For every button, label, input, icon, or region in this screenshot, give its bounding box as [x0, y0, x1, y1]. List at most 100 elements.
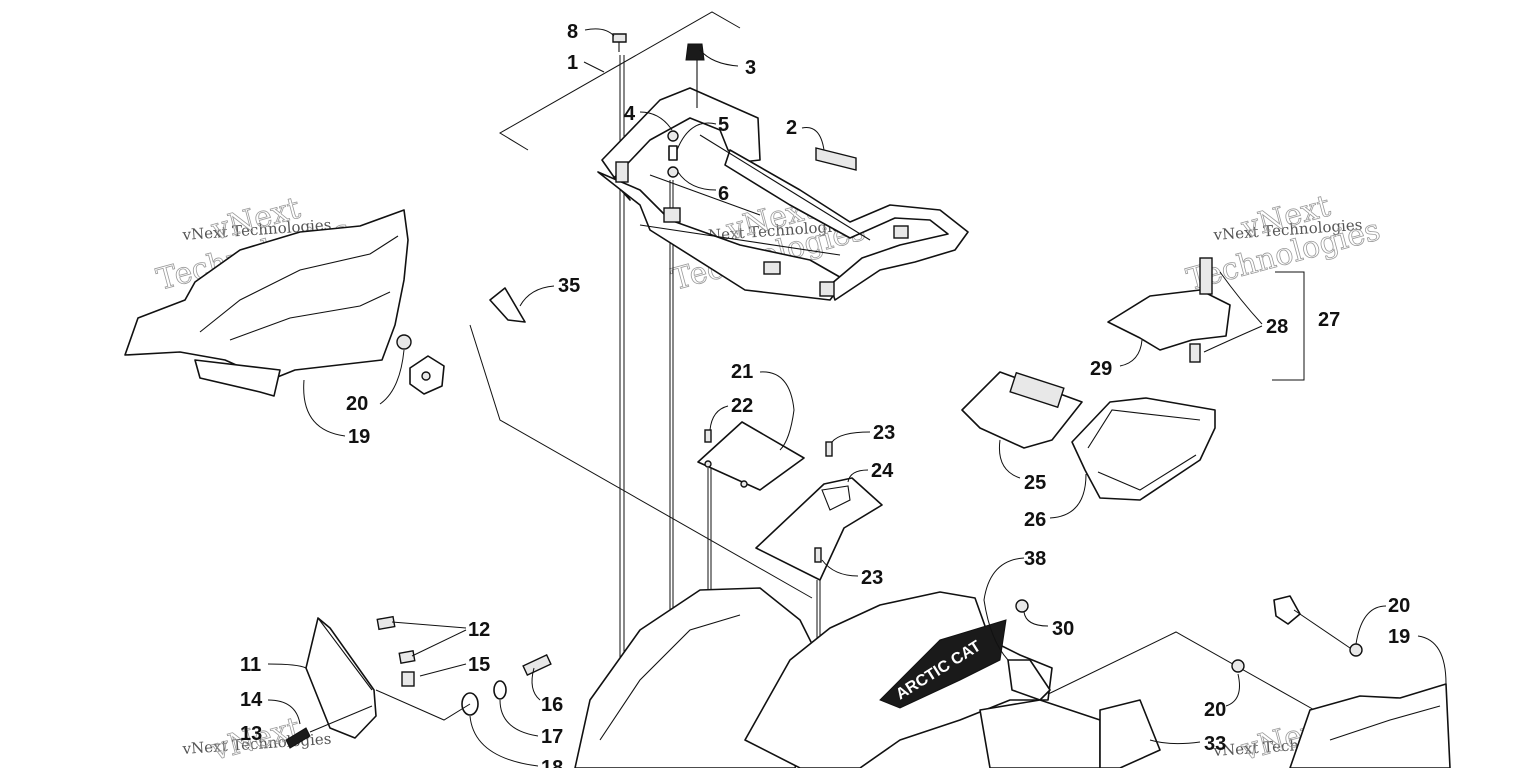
- tray-26-rim: [1087, 409, 1201, 449]
- callout-14: 14: [240, 689, 263, 711]
- bracket-24: [755, 441, 883, 581]
- callout-16: 16: [541, 694, 563, 716]
- cover-29-body: [1107, 289, 1231, 351]
- nut-20b-icon: [1273, 595, 1301, 625]
- leader-4: [639, 111, 673, 131]
- callout-19b: 19: [1388, 626, 1410, 648]
- body-right-lower: [979, 699, 1101, 768]
- leader-38: [983, 557, 1025, 661]
- leader-8: [584, 28, 615, 37]
- grommet-30-icon: [1015, 599, 1029, 613]
- lid-25-body: [961, 371, 1083, 449]
- callout-11: 11: [240, 654, 261, 676]
- taillight-11-body: [305, 617, 377, 739]
- callout-6: 6: [718, 183, 729, 205]
- leader-20b: [1355, 605, 1387, 645]
- leader-23b: [821, 559, 859, 577]
- callout-20a: 20: [346, 393, 368, 415]
- washer-17-icon: [493, 680, 507, 700]
- bracket-24-cutout: [821, 485, 851, 511]
- rack-mount-tab-4: [819, 281, 835, 297]
- screw-22-icon: [704, 460, 712, 468]
- callout-28: 28: [1266, 316, 1288, 338]
- callout-29: 29: [1090, 358, 1112, 380]
- spring-13-icon: [285, 727, 311, 749]
- rack-mount-tab-5: [893, 225, 909, 239]
- callout-2: 2: [786, 117, 797, 139]
- left-front-fender: [124, 209, 445, 397]
- callout-12: 12: [468, 619, 490, 641]
- rack-mount-tab-1: [615, 161, 629, 183]
- callout-19a: 19: [348, 426, 370, 448]
- callout-23a: 23: [873, 422, 895, 444]
- screw-22-top: [704, 429, 712, 443]
- callout-18: 18: [541, 757, 563, 768]
- leader-23a: [831, 431, 871, 443]
- leader-33: [1149, 739, 1201, 745]
- cover-plate-21: [697, 421, 805, 491]
- leader-12a: [391, 621, 467, 629]
- rack-mount-tab-3: [763, 261, 781, 275]
- leader-15: [419, 663, 467, 677]
- callout-27: 27: [1318, 309, 1340, 331]
- callout-3: 3: [745, 57, 756, 79]
- callout-26: 26: [1024, 509, 1046, 531]
- left-fender-flap: [194, 359, 281, 397]
- leader-16: [531, 667, 541, 701]
- leader-24: [847, 469, 869, 483]
- arctic-cat-decal: [879, 619, 1007, 709]
- left-fender-crease-2: [229, 291, 391, 341]
- leader-28a: [1219, 271, 1263, 325]
- leader-17: [499, 699, 539, 737]
- leader-29: [1119, 339, 1143, 367]
- callout-24: 24: [871, 460, 894, 482]
- decal-35-icon: [489, 287, 526, 323]
- leader-12b: [411, 629, 467, 657]
- right-rear-fender: [1231, 595, 1451, 768]
- bolt-8-icon: [612, 33, 627, 43]
- body-left-crease: [599, 614, 741, 741]
- leader-35: [519, 285, 555, 307]
- body-side-tab: [1007, 659, 1051, 701]
- latch-28-bottom-icon: [1189, 343, 1201, 363]
- taillight-11: [285, 615, 416, 749]
- taillight-11-edge: [317, 617, 373, 691]
- rack-crossbar-2: [639, 224, 841, 256]
- cover-plate-21-body: [697, 421, 805, 491]
- bolt-16-icon: [522, 654, 552, 676]
- right-fender-body: [1289, 683, 1451, 768]
- socket-15-icon: [401, 671, 415, 687]
- bracket-24-body: [755, 477, 883, 581]
- leader-3: [699, 49, 739, 67]
- leader-28b: [1203, 325, 1263, 353]
- tray-26-base: [1097, 454, 1197, 491]
- bracket-27: [1272, 271, 1305, 381]
- leader-22: [709, 405, 729, 431]
- rack-mount-tab-2: [663, 207, 681, 223]
- bulb-12a-icon: [376, 615, 396, 631]
- grommet-20a-icon: [396, 334, 412, 350]
- bolt-4-icon: [667, 130, 679, 142]
- storage-compartment: [961, 371, 1216, 501]
- rack-hardware: [612, 33, 857, 178]
- callout-38: 38: [1024, 548, 1046, 570]
- screw-22b-icon: [740, 480, 748, 488]
- leader-5: [676, 122, 717, 151]
- lower-left-hardware: [461, 654, 552, 716]
- leader-20c: [1225, 673, 1240, 707]
- leader-14: [267, 699, 301, 725]
- callout-33: 33: [1204, 733, 1226, 755]
- grommet-20b-icon: [1349, 643, 1363, 657]
- callout-20c: 20: [1204, 699, 1226, 721]
- callout-35: 35: [558, 275, 580, 297]
- callout-4: 4: [624, 103, 636, 125]
- leader-25: [998, 439, 1021, 479]
- callout-23b: 23: [861, 567, 883, 589]
- tray-26-body: [1071, 397, 1216, 501]
- nut-6-icon: [667, 166, 679, 178]
- left-fender-crease-1: [199, 235, 399, 333]
- latch-28-top-icon: [1199, 257, 1213, 295]
- leader-30: [1023, 611, 1049, 627]
- screw-23a-icon: [825, 441, 833, 457]
- leader-26: [1049, 473, 1087, 519]
